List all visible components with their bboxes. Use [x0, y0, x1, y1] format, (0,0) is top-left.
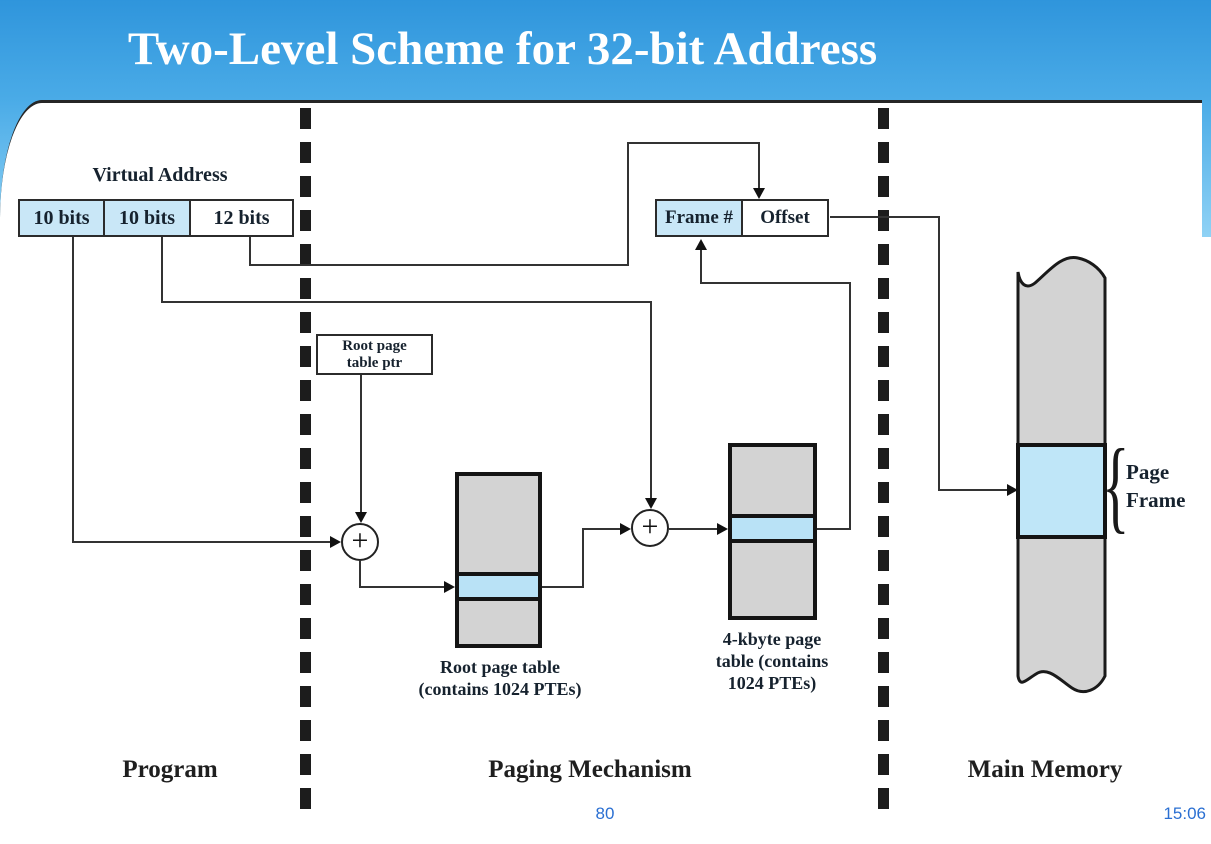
connector-line [359, 586, 445, 588]
connector-line [161, 237, 163, 303]
page-frame-label-line2: Frame [1126, 488, 1186, 512]
dashed-separator-right [878, 108, 889, 814]
connector-line [582, 528, 584, 588]
clock-time: 15:06 [1163, 804, 1206, 823]
arrowhead-icon [330, 536, 341, 548]
slide-title: Two-Level Scheme for 32-bit Address [127, 23, 878, 75]
root-page-table-caption: Root page table (contains 1024 PTEs) [418, 657, 582, 699]
arrowhead-icon [645, 498, 657, 509]
root-page-table [455, 472, 542, 648]
connector-line [360, 369, 362, 513]
root-page-table-entry [459, 572, 538, 601]
connector-line [700, 282, 851, 284]
frame-number-field: Frame # [655, 199, 743, 237]
adder-icon: + [341, 523, 379, 561]
connector-line [542, 586, 584, 588]
connector-line [627, 142, 629, 266]
offset-field: Offset [741, 199, 829, 237]
connector-line [700, 246, 702, 284]
connector-line [938, 216, 940, 491]
arrowhead-icon [355, 512, 367, 523]
arrowhead-icon [620, 523, 631, 535]
second-level-page-table-entry [732, 514, 813, 543]
section-label-paging-mechanism: Paging Mechanism [488, 756, 692, 783]
dashed-separator-left [300, 108, 311, 814]
va-field-offset: 12 bits [189, 199, 294, 237]
page-number: 80 [595, 804, 615, 823]
root-page-table-ptr-box: Root page table ptr [316, 334, 433, 375]
connector-line [627, 142, 760, 144]
arrowhead-icon [753, 188, 765, 199]
connector-line [758, 142, 760, 192]
va-field-page-index: 10 bits [103, 199, 191, 237]
connector-line [849, 282, 851, 530]
virtual-address-register: 10 bits 10 bits 12 bits [18, 199, 294, 237]
connector-line [938, 489, 1012, 491]
root-ptr-line1: Root page [342, 338, 407, 354]
page-frame-label-line1: Page [1126, 460, 1170, 484]
second-level-page-table-caption: 4-kbyte page table (contains 1024 PTEs) [715, 629, 829, 693]
connector-line [161, 301, 652, 303]
connector-line [72, 237, 74, 543]
section-label-main-memory: Main Memory [967, 756, 1123, 783]
connector-line [249, 237, 251, 266]
adder-icon: + [631, 509, 669, 547]
va-field-dir-index: 10 bits [18, 199, 105, 237]
page-frame-highlight [1016, 443, 1107, 539]
connector-line [817, 528, 851, 530]
arrowhead-icon [695, 239, 707, 250]
connector-line [359, 561, 361, 588]
page-frame-brace: { [1102, 428, 1130, 543]
virtual-address-label: Virtual Address [92, 164, 228, 186]
connector-line [582, 528, 621, 530]
connector-line [669, 528, 718, 530]
arrowhead-icon [1007, 484, 1018, 496]
main-memory-column [1016, 255, 1107, 693]
physical-address-register: Frame # Offset [655, 199, 829, 237]
connector-line [830, 216, 940, 218]
connector-line [72, 541, 330, 543]
connector-line [650, 301, 652, 499]
connector-line [249, 264, 629, 266]
second-level-page-table [728, 443, 817, 620]
root-ptr-line2: table ptr [346, 355, 403, 371]
arrowhead-icon [717, 523, 728, 535]
section-label-program: Program [122, 756, 218, 783]
arrowhead-icon [444, 581, 455, 593]
